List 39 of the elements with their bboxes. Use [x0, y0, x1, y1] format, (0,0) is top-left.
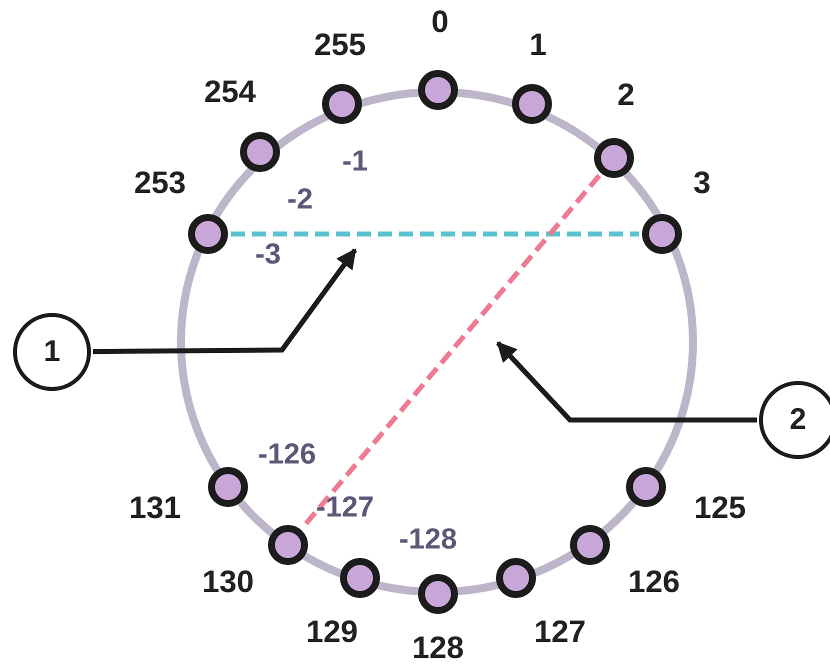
ring-dot [418, 70, 458, 110]
ring-dot [240, 132, 280, 172]
leader-arrow [496, 341, 757, 422]
signed-value-label: -2 [287, 184, 313, 216]
value-label: 127 [534, 614, 586, 650]
ring-dot [268, 525, 308, 565]
value-label: 254 [204, 74, 256, 110]
value-label: 125 [694, 490, 746, 526]
value-label: 126 [628, 564, 680, 600]
value-label: 130 [202, 564, 254, 600]
ring-dot [512, 84, 552, 124]
value-label: 255 [314, 27, 366, 63]
value-label: 128 [412, 630, 464, 666]
callout-number: 2 [759, 381, 830, 459]
ring-dot [418, 574, 458, 614]
value-label: 131 [129, 490, 181, 526]
signed-value-label: -128 [398, 524, 458, 556]
dashed-line [231, 232, 639, 236]
ring-dot [496, 558, 536, 598]
ring-dot [626, 467, 666, 507]
ring-dot [642, 214, 682, 254]
signed-value-label: -1 [342, 146, 368, 178]
ring-dot [570, 525, 610, 565]
value-label: 253 [134, 165, 186, 201]
signed-value-label: -127 [316, 492, 374, 524]
ring-dot [322, 84, 362, 124]
signed-value-label: -3 [255, 238, 281, 272]
callout-number: 1 [13, 313, 91, 391]
ring-dot [594, 138, 634, 178]
ring-dot [208, 467, 248, 507]
value-label: 3 [693, 165, 711, 201]
ring-dot [188, 214, 228, 254]
value-label: 2 [617, 77, 635, 113]
value-label: 1 [529, 27, 547, 63]
value-label: 0 [431, 4, 449, 40]
signed-value-label: -126 [258, 438, 316, 472]
value-label: 129 [306, 614, 358, 650]
leader-arrow [92, 248, 358, 354]
ring-dot [340, 558, 380, 598]
